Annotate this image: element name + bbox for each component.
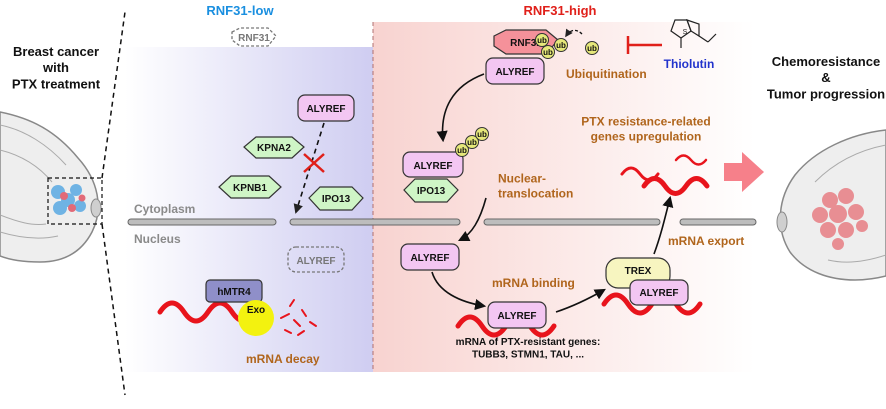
trex-loading-arrow [555,288,606,313]
alyref-target-label: ALYREF [495,67,534,78]
alyref-complex-label: ALYREF [413,161,452,172]
hmtr4-protein [205,279,263,303]
zoom-line-bottom [101,223,126,396]
ipo13-protein-high [403,178,459,203]
alyref-nucleus-low-label: ALYREF [296,256,335,267]
ipo13-low-label: IPO13 [322,194,351,205]
alyref-nucleus-high-label: ALYREF [410,253,449,264]
exo-complex [238,300,274,336]
translocation-label: Nuclear-translocation [498,172,573,201]
alyref-trex-label: ALYREF [639,288,678,299]
low-panel-title: RNF31-low [206,3,274,18]
alyref-bound [487,301,547,329]
kpna2-protein [243,136,305,159]
exo-label: Exo [247,305,265,316]
thiolutin-s-label: S [683,29,688,36]
alyref-nucleus-ghost [287,246,345,273]
ub-chain-3 [475,127,489,141]
alyref-bound-label: ALYREF [497,311,536,322]
exported-mrna-3 [641,176,710,196]
ub-bead-free [585,41,599,55]
mrna-fragments [280,299,317,336]
nucleus-label: Nucleus [134,232,181,246]
breast-illustration-left [0,111,103,263]
ub-chain-1 [455,143,469,157]
alyref-cytoplasm-low [297,94,355,122]
zoom-line-top [101,11,126,179]
kpnb1-protein [218,175,282,199]
alyref-low-label: ALYREF [306,104,345,115]
thiolutin-label: Thiolutin [664,57,715,71]
ub-chain-label-1: ub [457,146,467,155]
alyref-trex-bound [629,279,689,306]
ub-bead-3 [554,38,568,52]
ub-label-free: ub [587,44,597,53]
ipo13-high-label: IPO13 [417,186,446,197]
binding-arrow [431,271,487,311]
rnf31-low-label: RNF31 [238,33,270,44]
thiolutin-structure [670,19,717,48]
ubiquitination-to-complex-arrow [436,73,485,143]
ub-label-2: ub [543,48,553,57]
ub-chain-label-3: ub [477,130,487,139]
chemoresistance-label: Chemoresistance&Tumor progression [767,54,885,102]
alyref-ub-complex [402,151,464,178]
rnf31-low-ghost [231,27,277,47]
trex-label: TREX [625,266,652,277]
ub-label-1: ub [537,36,547,45]
ub-label-3: ub [556,41,566,50]
high-panel-title: RNF31-high [524,3,597,18]
progression-arrow [724,152,764,192]
cytoplasm-label: Cytoplasm [134,202,195,216]
mrna-binding-label: mRNA binding [492,276,575,290]
alyref-target [485,57,545,85]
ub-chain-label-2: ub [467,138,477,147]
ub-chain-2 [465,135,479,149]
mrna-export-label: mRNA export [668,234,744,248]
rnf31-high-label: RNF31 [510,38,542,49]
ipo13-protein-low [308,186,364,211]
ub-transfer-arrow [565,28,583,38]
mrna-decay-label: mRNA decay [246,352,320,366]
inhibition-bar [626,36,662,54]
breast-illustration-right [776,129,886,281]
kpnb1-label: KPNB1 [233,183,267,194]
hmtr4-label: hMTR4 [217,287,251,298]
ub-bead-1 [535,33,549,47]
alyref-nucleus-high [400,243,460,271]
block-cross [303,153,325,173]
kpna2-label: KPNA2 [257,143,291,154]
nuclear-membrane [127,218,757,226]
ptx-genes-label: mRNA of PTX-resistant genes:TUBB3, STMN1… [456,337,601,361]
ubiquitination-label: Ubiquitination [566,67,647,81]
export-arrow [653,195,674,255]
nuclear-import-arrow [457,197,487,242]
exported-mrna-2 [674,154,708,166]
ub-bead-2 [541,45,555,59]
